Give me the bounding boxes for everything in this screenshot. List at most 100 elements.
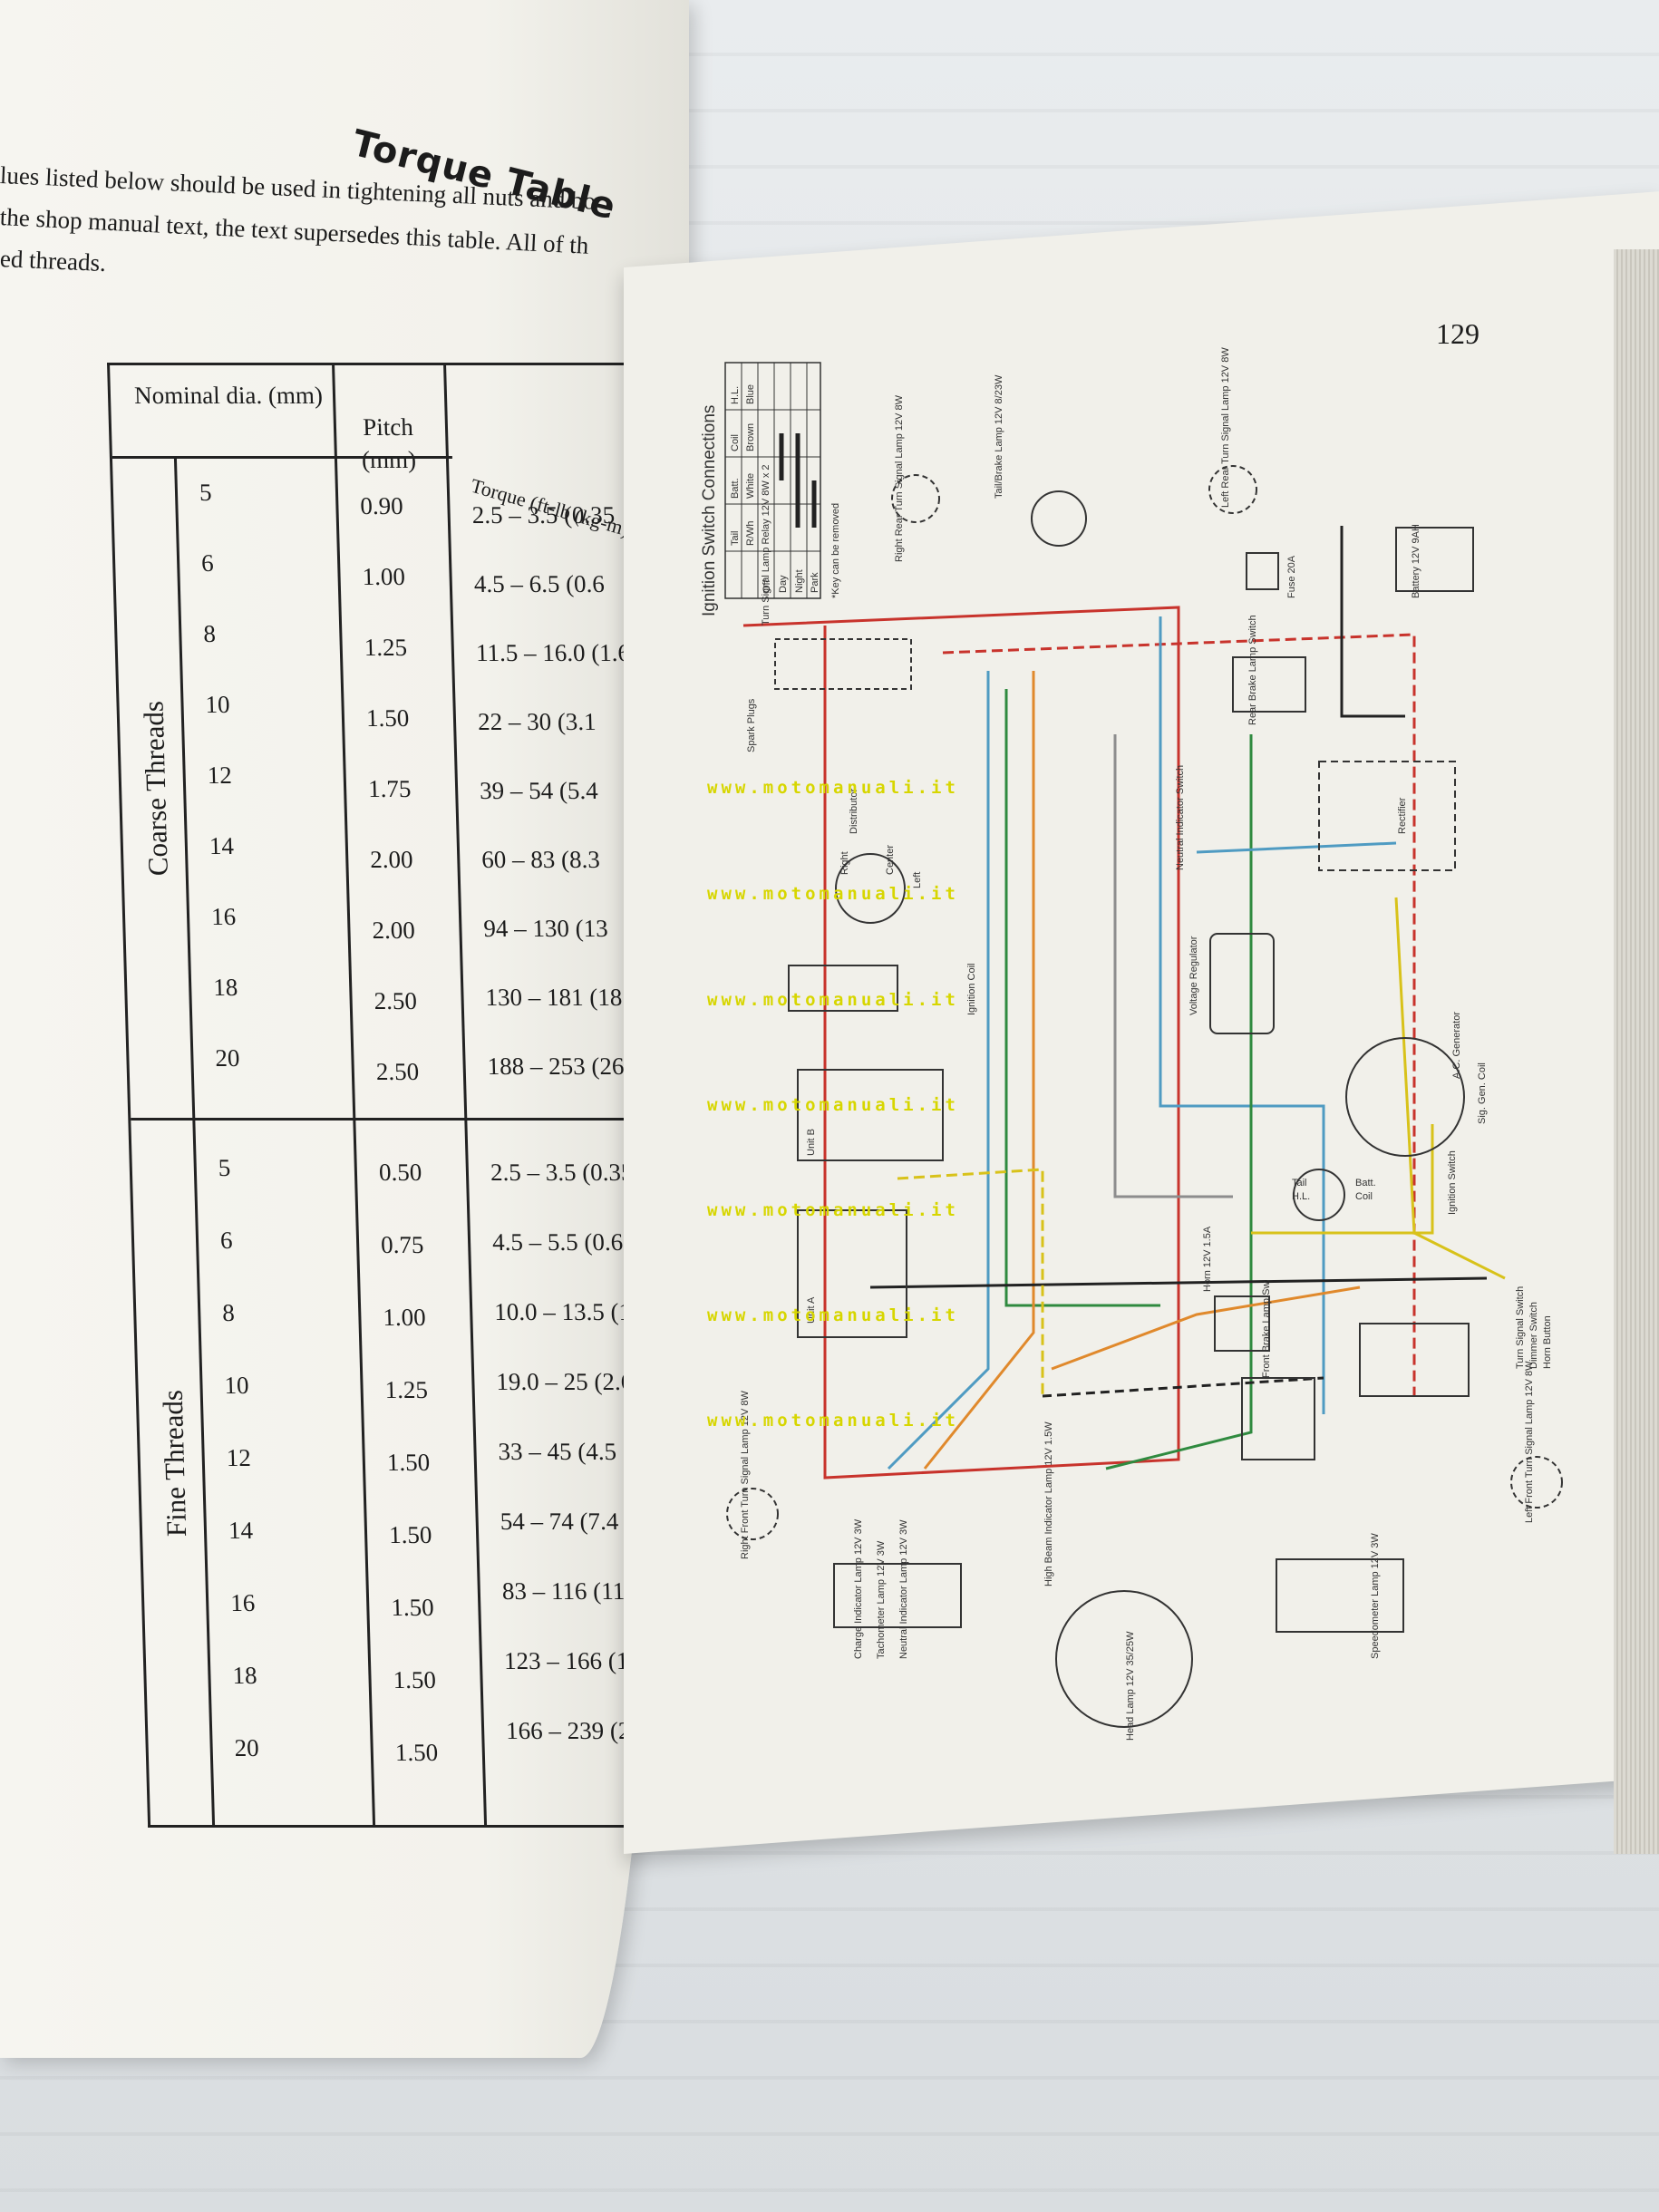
wiring-diagram: Ignition Switch Connections Tail Batt. C… — [700, 347, 1563, 1741]
component-label: Fuse 20A — [1286, 555, 1297, 598]
left-rear-turn-lamp — [1208, 465, 1257, 514]
component-label: Horn Button — [1542, 1315, 1553, 1369]
component-label: Right — [839, 851, 850, 875]
component-label: Tachometer Lamp 12V 3W — [876, 1540, 887, 1659]
component-label: Neutral Indicator Switch — [1175, 765, 1186, 870]
dia-cell: 10 — [224, 1372, 249, 1399]
header-pitch: Pitch (mm) — [361, 413, 417, 473]
component-label: Distributor — [849, 789, 859, 834]
switch-terminal-label: Batt. — [1355, 1178, 1376, 1188]
ignition-coil — [788, 965, 898, 1012]
torque-cell: 94 – 130 (13 — [483, 915, 609, 942]
component-label: Ignition Switch — [1447, 1150, 1458, 1215]
ac-generator — [1345, 1037, 1465, 1157]
torque-cell: 60 – 83 (8.3 — [480, 846, 601, 873]
torque-cell: 39 – 54 (5.4 — [479, 777, 599, 804]
watermark: www.motomanuali.it — [707, 884, 959, 904]
component-label: Front Brake Lamp Sw. — [1261, 1279, 1272, 1378]
rear-brake-switch — [1232, 656, 1306, 713]
dia-cell: 6 — [219, 1227, 233, 1254]
component-label: Rear Brake Lamp Switch — [1247, 615, 1258, 725]
voltage-regulator — [1209, 933, 1275, 1034]
coarse-threads-label: Coarse Threads — [137, 701, 174, 877]
isc-row-0: Off — [762, 579, 772, 593]
dia-cell: 5 — [199, 479, 212, 506]
fine-threads-label: Fine Threads — [156, 1390, 193, 1538]
component-label: Charge Indicator Lamp 12V 3W — [853, 1518, 864, 1659]
intro-paragraph: lues listed below should be used in tigh… — [0, 154, 653, 279]
torque-cell: 188 – 253 (26 — [487, 1053, 625, 1080]
pitch-cell: 1.50 — [365, 704, 410, 732]
isc-wire-2: Brown — [745, 423, 756, 451]
dia-cell: 12 — [207, 762, 233, 789]
isc-wire-0: R/Wh — [745, 521, 756, 547]
pitch-cell: 0.50 — [378, 1159, 422, 1186]
dia-cell: 8 — [221, 1299, 236, 1326]
component-label: Neutral Indicator Lamp 12V 3W — [898, 1519, 909, 1659]
pitch-cell: 1.50 — [390, 1594, 435, 1621]
switch-terminal-label: Coil — [1355, 1191, 1373, 1202]
isc-wire-1: White — [745, 473, 756, 499]
torque-cell: 11.5 – 16.0 (1.6 — [475, 639, 631, 666]
isc-row-3: Park — [810, 572, 820, 593]
dia-cell: 20 — [215, 1044, 240, 1072]
ignition-switch — [1293, 1169, 1345, 1221]
turn-signal-relay — [774, 638, 912, 690]
ignition-switch-title: Ignition Switch Connections — [700, 405, 719, 616]
speedometer-lamp — [1276, 1558, 1404, 1633]
component-label: Rectifier — [1397, 797, 1408, 834]
rectifier — [1318, 761, 1456, 871]
page-number: 129 — [1436, 317, 1480, 350]
pitch-cell: 1.25 — [384, 1376, 429, 1403]
component-label: Ignition Coil — [966, 964, 977, 1015]
dia-cell: 14 — [228, 1517, 254, 1544]
dia-cell: 18 — [212, 974, 238, 1001]
component-label: Horn 12V 1.5A — [1202, 1226, 1213, 1292]
torque-cell: 123 – 166 (17 — [503, 1647, 642, 1674]
dia-cell: 6 — [200, 549, 215, 577]
torque-cell: 4.5 – 6.5 (0.6 — [473, 570, 606, 597]
component-label: Left — [912, 872, 923, 888]
head-lamp — [1055, 1590, 1193, 1728]
isc-wire-3: Blue — [745, 384, 756, 404]
component-label: Right Front Turn Signal Lamp 12V 8W — [740, 1391, 751, 1559]
pitch-cell: 2.50 — [375, 1058, 420, 1085]
isc-note: *Key can be removed — [830, 503, 841, 598]
isc-row-1: Day — [778, 575, 789, 593]
pitch-cell: 1.50 — [393, 1666, 437, 1693]
dia-cell: 16 — [229, 1589, 256, 1616]
component-label: Turn Signal Switch — [1515, 1286, 1526, 1369]
wire-harness — [742, 526, 1506, 1480]
right-rear-turn-lamp — [891, 474, 940, 523]
component-label: Unit A — [806, 1296, 817, 1324]
indicator-panel — [833, 1563, 962, 1628]
torque-cell: 4.5 – 5.5 (0.6 — [491, 1228, 624, 1256]
component-label: Head Lamp 12V 35/25W — [1125, 1631, 1136, 1741]
component-label: Spark Plugs — [746, 698, 757, 752]
pitch-cell: 2.00 — [372, 917, 416, 944]
pitch-cell: 0.75 — [380, 1231, 424, 1258]
isc-col-3: H.L. — [730, 386, 741, 404]
component-label: Center — [885, 845, 896, 875]
isc-col-2: Coil — [730, 434, 741, 451]
pitch-cell: 2.00 — [369, 846, 413, 873]
watermark: www.motomanuali.it — [707, 778, 959, 798]
watermark: www.motomanuali.it — [707, 1305, 959, 1325]
dia-cell: 16 — [210, 903, 237, 930]
distributor — [835, 853, 906, 924]
watermark: www.motomanuali.it — [707, 1200, 959, 1220]
dia-cell: 20 — [234, 1734, 260, 1761]
pitch-cell: 2.50 — [374, 987, 418, 1014]
horn — [1214, 1295, 1270, 1352]
left-page: Torque Table lues listed below should be… — [0, 0, 732, 2058]
component-label: Dimmer Switch — [1528, 1302, 1539, 1369]
left-front-turn-lamp — [1510, 1456, 1563, 1509]
isc-row-2: Night — [794, 569, 805, 593]
component-label: High Beam Indicator Lamp 12V 1.5W — [1043, 1421, 1054, 1586]
dia-cell: 5 — [218, 1154, 231, 1181]
turn-signal-switch — [1359, 1323, 1470, 1397]
header-nominal-dia: Nominal dia. (mm) — [133, 382, 324, 409]
dia-cell: 14 — [209, 832, 235, 859]
watermark: www.motomanuali.it — [707, 1411, 959, 1431]
pitch-cell: 1.00 — [382, 1304, 427, 1331]
